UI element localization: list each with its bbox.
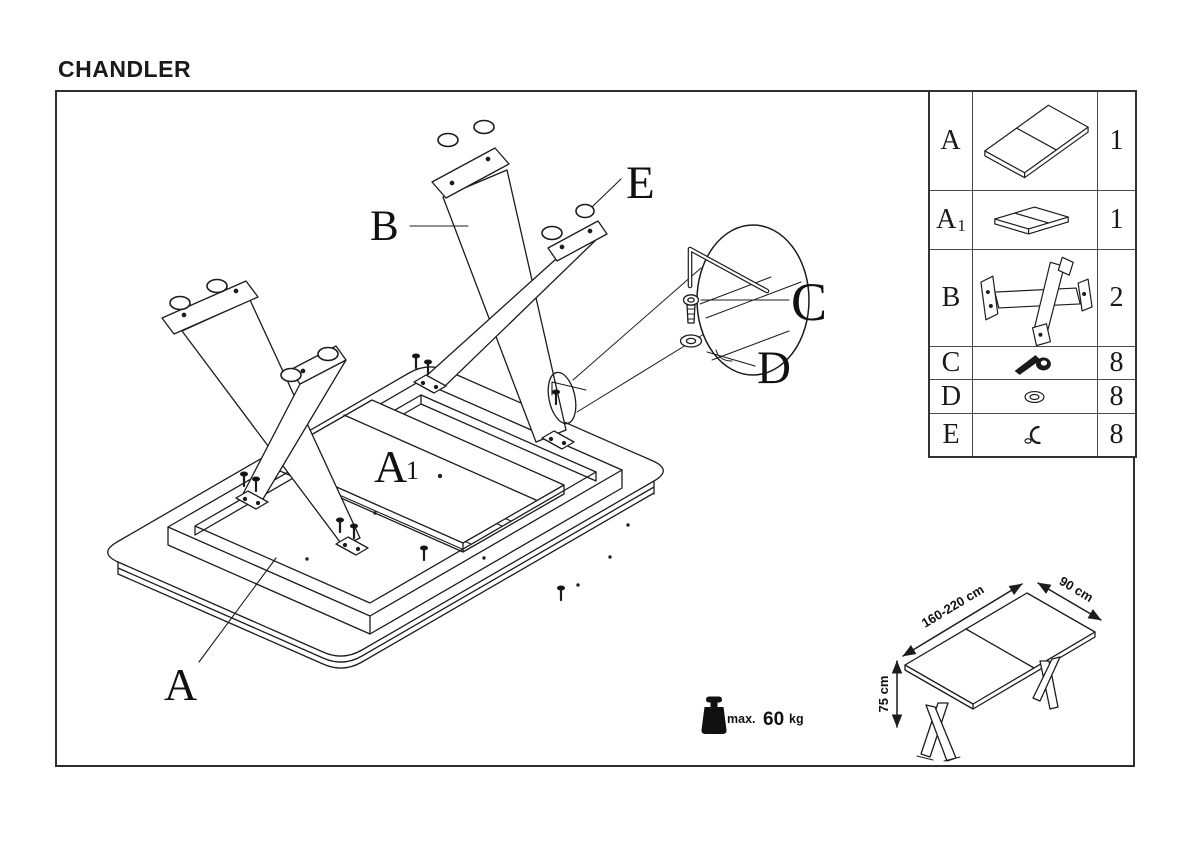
part-qty-c: 8 bbox=[1097, 346, 1135, 379]
part-e-cap-icon bbox=[1024, 425, 1041, 444]
part-qty-a: 1 bbox=[1097, 92, 1135, 190]
part-d-washer-icon bbox=[1024, 390, 1045, 403]
part-b-leg-icon bbox=[980, 256, 1093, 346]
part-c-bolt-icon bbox=[1014, 354, 1051, 375]
part-qty-e: 8 bbox=[1097, 413, 1135, 456]
part-label-b: B bbox=[930, 249, 972, 346]
part-qty-b: 2 bbox=[1097, 249, 1135, 346]
part-a1-leaf-icon bbox=[994, 206, 1069, 234]
part-qty-d: 8 bbox=[1097, 379, 1135, 413]
page-title: CHANDLER bbox=[58, 56, 192, 82]
part-label-d: D bbox=[930, 379, 972, 413]
part-label-e: E bbox=[930, 413, 972, 456]
part-a-tabletop-icon bbox=[984, 104, 1089, 179]
part-label-a: A bbox=[930, 92, 972, 190]
part-qty-a1: 1 bbox=[1097, 190, 1135, 249]
part-label-c: C bbox=[930, 346, 972, 379]
